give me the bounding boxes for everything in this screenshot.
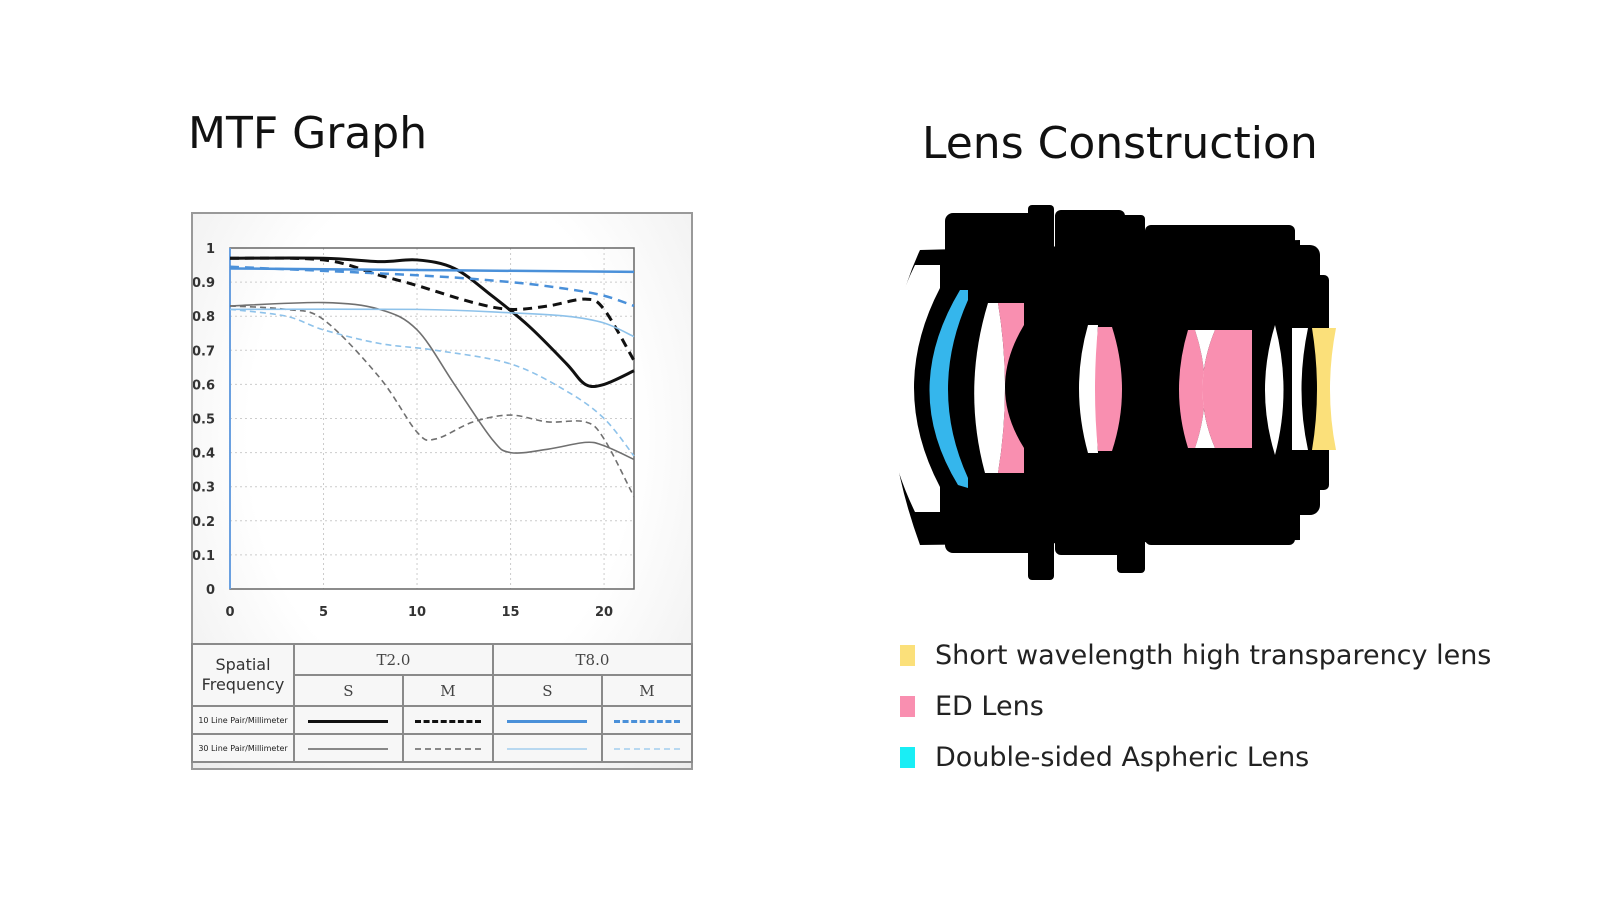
sub-s: S [293,674,404,707]
mtf-legend-table: Spatial Frequency T2.0 T8.0 S M S M 10 L… [191,643,694,763]
legend-line-t2-m-10 [414,719,481,723]
legend-line-t8-s-30 [507,748,588,750]
series-line-t2-0-s-10-lp-mm [229,256,635,389]
mtf-graph-title: MTF Graph [188,108,428,159]
row-label-30lp: 30 Line Pair/Millimeter [191,733,295,763]
y-tick-label: 0.7 [193,344,215,359]
lens-legend-ed: ED Lens [900,691,1044,722]
pink-swatch-icon [900,696,915,717]
x-tick-label: 0 [225,605,234,620]
legend-label: Double-sided Aspheric Lens [935,742,1310,773]
series-line-t8-0-s-30-lp-mm [229,308,635,338]
y-tick-label: 0.6 [193,378,215,393]
x-tick-label: 20 [595,605,613,620]
x-tick-label: 5 [319,605,328,620]
lens-legend-aspheric: Double-sided Aspheric Lens [900,742,1309,773]
y-tick-label: 0.9 [193,276,215,291]
cyan-swatch-icon [900,747,915,768]
legend-line-t8-m-30 [613,748,680,750]
legend-line-t2-m-30 [414,748,481,750]
group-t2: T2.0 [293,643,494,676]
row-label-10lp: 10 Line Pair/Millimeter [191,705,295,735]
legend-line-t2-s-10 [308,719,389,723]
sub-s: S [491,674,603,707]
legend-line-t8-s-10 [507,719,588,723]
legend-line-t2-s-30 [308,748,389,750]
y-tick-label: 0.8 [193,310,215,325]
x-tick-label: 10 [408,605,426,620]
series-line-t8-0-m-30-lp-mm [229,308,635,457]
lens-construction-title: Lens Construction [922,118,1318,169]
yellow-swatch-icon [900,645,915,666]
y-tick-label: 0.3 [193,481,215,496]
series-line-t8-0-m-10-lp-mm [229,265,635,308]
y-tick-label: 0.5 [193,413,215,428]
sub-m: M [401,674,494,707]
y-tick-label: 0.4 [193,447,215,462]
y-tick-label: 0 [206,583,215,598]
group-t8: T8.0 [491,643,694,676]
legend-label: Short wavelength high transparency lens [935,640,1492,671]
sub-m: M [600,674,694,707]
legend-label: ED Lens [935,691,1044,722]
y-tick-label: 1 [206,242,215,257]
y-tick-label: 0.1 [193,549,215,564]
series-line-t2-0-m-10-lp-mm [229,256,636,362]
spatial-frequency-header: Spatial Frequency [191,643,295,707]
y-tick-label: 0.2 [193,515,215,530]
series-line-t2-0-m-30-lp-mm [229,305,635,498]
lens-legend-short-wavelength: Short wavelength high transparency lens [900,640,1491,671]
x-tick-label: 15 [502,605,520,620]
legend-line-t8-m-10 [613,719,680,723]
series-line-t2-0-s-30-lp-mm [229,301,635,461]
